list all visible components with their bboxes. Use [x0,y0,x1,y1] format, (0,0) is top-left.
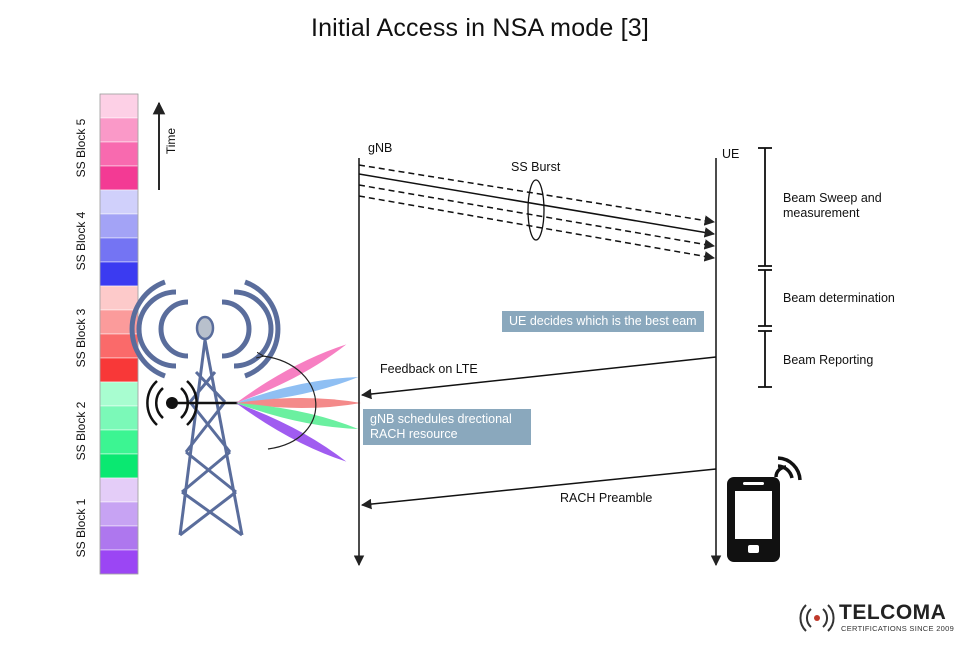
beam-5 [236,403,347,462]
ss-burst-ellipse [527,179,545,241]
ss-block-1-cell-4 [99,549,139,575]
ss-burst-label: SS Burst [511,160,561,174]
gnb-label: gNB [368,141,393,155]
ss-block-3-cell-1 [99,285,139,311]
ss-block-5-cell-3 [99,141,139,167]
ss-block-1-label: SS Block 1 [74,498,88,558]
ss-block-3-cell-4 [99,357,139,383]
phase-beam-determination: Beam determination [783,291,895,305]
ss-block-5-cell-2 [99,117,139,143]
ss-burst-line-2 [358,173,716,238]
rach-label: RACH Preamble [560,491,653,505]
beam-1 [236,344,347,403]
sweep-arc [263,356,317,450]
page-title: Initial Access in NSA mode [3] [310,14,650,42]
logo-name: TELCOMA [839,601,947,624]
ss-block-2-cell-1 [99,381,139,407]
ue-decides-callout: UE decides which is the best eam [502,311,704,332]
ss-burst-line-3 [358,184,716,250]
ss-block-5-cell-1 [99,93,139,119]
gnb-schedules-line1: gNB schedules drectional [370,412,512,426]
ss-block-4-cell-1 [99,189,139,215]
phase-brackets [758,147,772,388]
beam-fan [236,344,361,462]
feedback-arrow [360,356,717,400]
feedback-label: Feedback on LTE [380,362,478,376]
beam-4 [236,403,359,429]
ss-block-1-cell-3 [99,525,139,551]
tower-icon [129,279,281,537]
beam-2 [236,377,359,403]
telcoma-logo: TELCOMA CERTIFICATIONS SINCE 2009 [797,601,957,639]
phase-beam-sweep: Beam Sweep and measurement [783,191,882,220]
logo-signal-icon [799,604,835,632]
ss-block-1-cell-1 [99,477,139,503]
time-label: Time [164,127,178,155]
rach-arrow [360,468,717,510]
phone-icon [727,456,802,562]
ss-block-4-cell-3 [99,237,139,263]
ue-label: UE [722,147,740,161]
ss-block-strip [99,93,139,575]
beam-source-icon [146,380,238,426]
gnb-schedules-callout: gNB schedules drectional RACH resource [363,409,531,445]
ss-block-2-cell-3 [99,429,139,455]
beam-3 [236,398,361,408]
ss-block-2-cell-2 [99,405,139,431]
ss-block-4-cell-2 [99,213,139,239]
ss-block-4-cell-4 [99,261,139,287]
ss-block-5-cell-4 [99,165,139,191]
phase-beam-reporting: Beam Reporting [783,353,874,367]
ss-block-2-cell-4 [99,453,139,479]
logo-tagline: CERTIFICATIONS SINCE 2009 [841,624,955,633]
gnb-schedules-line2: RACH resource [370,427,458,441]
ss-burst-line-4 [358,195,716,262]
antenna-icon [195,315,215,341]
ss-block-1-cell-2 [99,501,139,527]
